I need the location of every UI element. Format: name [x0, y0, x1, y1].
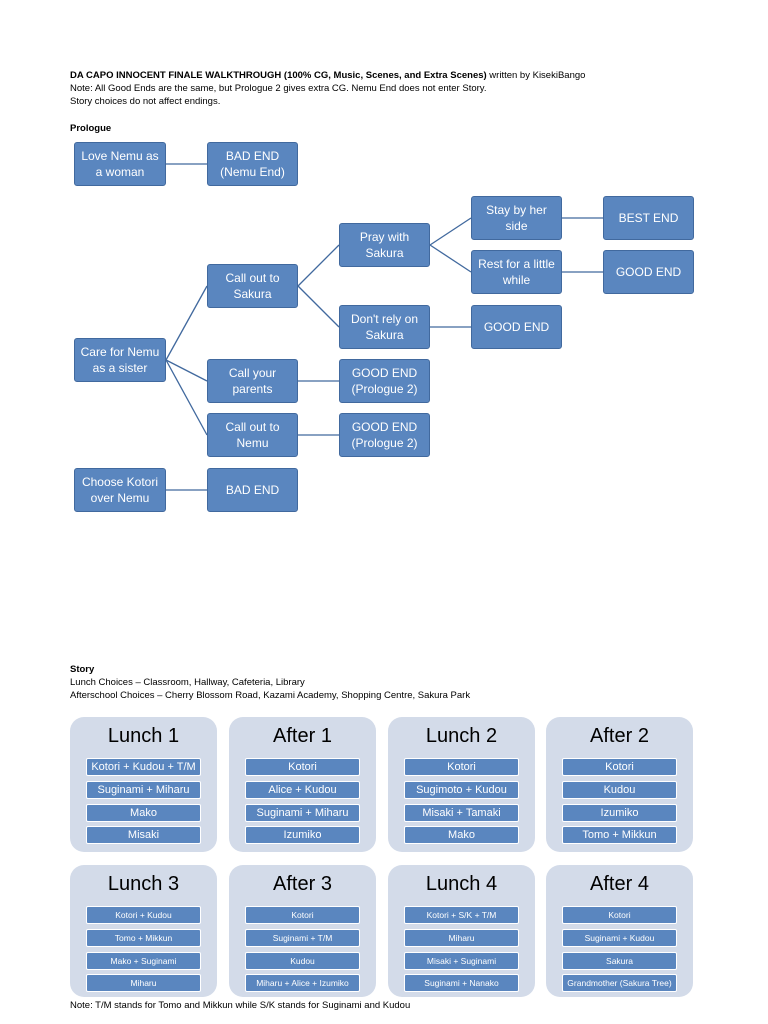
node-bad-end-nemu: BAD END (Nemu End)	[207, 142, 298, 186]
choice-item: Kotori	[245, 906, 360, 924]
choice-item: Kotori + S/K + T/M	[404, 906, 519, 924]
choice-item: Izumiko	[562, 804, 677, 822]
choice-item: Sugimoto + Kudou	[404, 781, 519, 799]
connector-care-nemu	[165, 359, 208, 436]
doc-header-line: DA CAPO INNOCENT FINALE WALKTHROUGH (100…	[70, 70, 585, 82]
doc-note-1: Note: All Good Ends are the same, but Pr…	[70, 83, 487, 94]
panel-title: After 3	[273, 873, 332, 895]
node-rest-little: Rest for a little while	[471, 250, 562, 294]
node-call-parents: Call your parents	[207, 359, 298, 403]
choice-item: Kotori	[562, 758, 677, 776]
choice-item: Kotori	[404, 758, 519, 776]
connector-pray-rest	[429, 244, 472, 273]
connector-care-parents	[165, 359, 208, 382]
lunch-choices: Lunch Choices – Classroom, Hallway, Cafe…	[70, 677, 305, 688]
choice-item: Mako	[86, 804, 201, 822]
choice-item: Kotori	[245, 758, 360, 776]
choice-item: Miharu + Alice + Izumiko	[245, 974, 360, 992]
node-care-nemu: Care for Nemu as a sister	[74, 338, 166, 382]
prologue-connectors	[165, 163, 603, 491]
choice-item: Miharu	[86, 974, 201, 992]
doc-title: DA CAPO INNOCENT FINALE WALKTHROUGH (100…	[70, 70, 487, 81]
node-call-nemu: Call out to Nemu	[207, 413, 298, 457]
node-good-end-nemu: GOOD END (Prologue 2)	[339, 413, 430, 457]
node-stay-side: Stay by her side	[471, 196, 562, 240]
choice-item: Suginami + Miharu	[86, 781, 201, 799]
choice-item: Miharu	[404, 929, 519, 947]
choice-item: Misaki + Suginami	[404, 952, 519, 970]
choice-item: Alice + Kudou	[245, 781, 360, 799]
panel-after-2: After 2 Kotori Kudou Izumiko Tomo + Mikk…	[546, 717, 693, 852]
choice-item: Suginami + Nanako	[404, 974, 519, 992]
choice-item: Suginami + Kudou	[562, 929, 677, 947]
panel-title: After 4	[590, 873, 649, 895]
node-good-end-parents: GOOD END (Prologue 2)	[339, 359, 430, 403]
panel-title: Lunch 4	[425, 873, 498, 895]
afterschool-choices: Afterschool Choices – Cherry Blossom Roa…	[70, 690, 471, 701]
panel-after-3: After 3 Kotori Suginami + T/M Kudou Miha…	[229, 865, 376, 997]
footnote: Note: T/M stands for Tomo and Mikkun whi…	[70, 1000, 411, 1011]
panel-title: Lunch 1	[107, 725, 180, 747]
node-bad-end-kotori: BAD END	[207, 468, 298, 512]
panel-lunch-3: Lunch 3 Kotori + Kudou Tomo + Mikkun Mak…	[70, 865, 217, 997]
choice-item: Kudou	[562, 781, 677, 799]
choice-item: Tomo + Mikkun	[562, 826, 677, 844]
panel-lunch-4: Lunch 4 Kotori + S/K + T/M Miharu Misaki…	[388, 865, 535, 997]
connector-pray-stay	[429, 217, 472, 246]
panel-lunch-2: Lunch 2 Kotori Sugimoto + Kudou Misaki +…	[388, 717, 535, 852]
choice-item: Sakura	[562, 952, 677, 970]
node-pray-sakura: Pray with Sakura	[339, 223, 430, 267]
choice-item: Kudou	[245, 952, 360, 970]
panel-after-1: After 1 Kotori Alice + Kudou Suginami + …	[229, 717, 376, 852]
node-choose-kotori: Choose Kotori over Nemu	[74, 468, 166, 512]
connector-care-sakura	[165, 285, 208, 361]
choice-item: Misaki	[86, 826, 201, 844]
doc-byline: written by KisekiBango	[486, 70, 586, 81]
node-call-sakura: Call out to Sakura	[207, 264, 298, 308]
node-dont-rely: Don't rely on Sakura	[339, 305, 430, 349]
choice-item: Kotori	[562, 906, 677, 924]
node-love-nemu: Love Nemu as a woman	[74, 142, 166, 186]
node-good-end-rest: GOOD END	[603, 250, 694, 294]
choice-item: Tomo + Mikkun	[86, 929, 201, 947]
panel-title: Lunch 3	[107, 873, 180, 895]
choice-item: Mako + Suginami	[86, 952, 201, 970]
choice-item: Kotori + Kudou	[86, 906, 201, 924]
choice-item: Kotori + Kudou + T/M	[86, 758, 201, 776]
node-good-end-rely: GOOD END	[471, 305, 562, 349]
panel-after-4: After 4 Kotori Suginami + Kudou Sakura G…	[546, 865, 693, 997]
panel-title: Lunch 2	[425, 725, 498, 747]
connector-sakura-rely	[297, 285, 340, 328]
choice-item: Grandmother (Sakura Tree)	[562, 974, 677, 992]
choice-item: Suginami + T/M	[245, 929, 360, 947]
choice-item: Izumiko	[245, 826, 360, 844]
connector-sakura-pray	[297, 244, 340, 287]
node-best-end: BEST END	[603, 196, 694, 240]
panel-title: After 2	[590, 725, 649, 747]
choice-item: Mako	[404, 826, 519, 844]
story-heading: Story	[70, 664, 95, 675]
doc-note-2: Story choices do not affect endings.	[70, 96, 221, 107]
panel-title: After 1	[273, 725, 332, 747]
choice-item: Misaki + Tamaki	[404, 804, 519, 822]
panel-lunch-1: Lunch 1 Kotori + Kudou + T/M Suginami + …	[70, 717, 217, 852]
prologue-heading: Prologue	[70, 123, 112, 134]
choice-item: Suginami + Miharu	[245, 804, 360, 822]
